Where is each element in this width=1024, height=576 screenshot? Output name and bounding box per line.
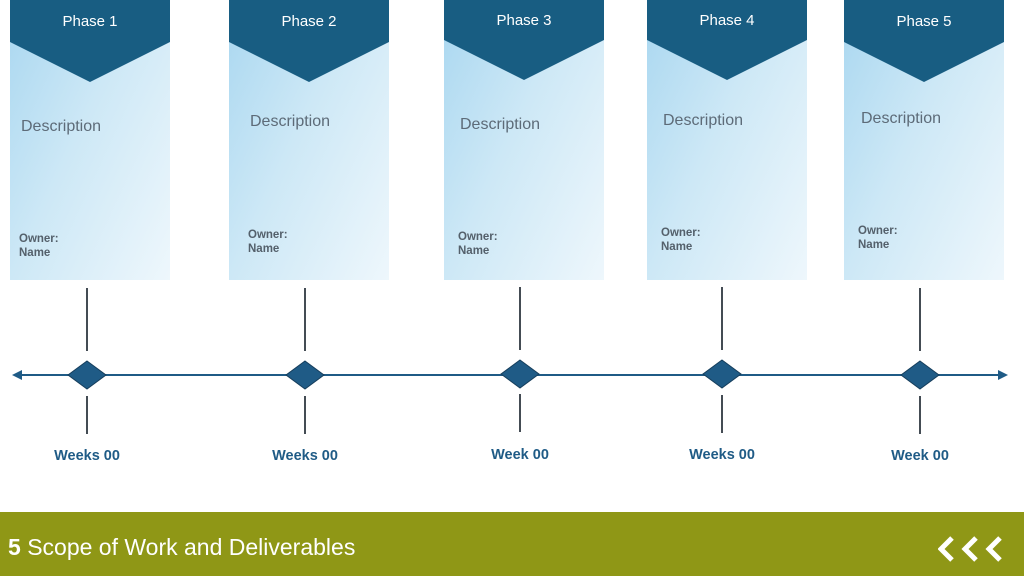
section-number: 5 bbox=[8, 534, 21, 560]
phase-card-2: Phase 2 Description Owner: Name bbox=[229, 0, 389, 280]
phase-description: Description bbox=[460, 116, 541, 133]
phase-description: Description bbox=[663, 112, 744, 129]
phase-duration-3: Week 00 bbox=[491, 447, 549, 463]
phase-title: Phase 2 bbox=[281, 13, 337, 30]
triple-chevron-left-icon[interactable] bbox=[938, 536, 1018, 562]
owner-label: Owner: bbox=[19, 233, 59, 245]
phase-description: Description bbox=[861, 110, 942, 127]
footer-bar: 5 Scope of Work and Deliverables bbox=[0, 512, 1024, 576]
phase-title: Phase 4 bbox=[699, 12, 755, 29]
connector-line-top bbox=[519, 287, 521, 350]
phase-title: Phase 5 bbox=[896, 13, 952, 30]
phase-banner bbox=[444, 0, 604, 80]
phase-card-4: Phase 4 Description Owner: Name bbox=[647, 0, 807, 280]
owner-name: Name bbox=[458, 245, 490, 257]
connector-line-bottom bbox=[721, 395, 723, 433]
connector-line-bottom bbox=[919, 396, 921, 434]
owner-name: Name bbox=[248, 243, 280, 255]
phase-banner bbox=[229, 0, 389, 82]
owner-label: Owner: bbox=[458, 231, 498, 243]
connector-line-bottom bbox=[519, 394, 521, 432]
phase-banner bbox=[647, 0, 807, 80]
section-title: Scope of Work and Deliverables bbox=[27, 534, 356, 560]
timeline bbox=[12, 359, 1008, 390]
connector-line-bottom bbox=[304, 396, 306, 434]
phase-duration-2: Weeks 00 bbox=[272, 448, 338, 464]
owner-label: Owner: bbox=[858, 225, 898, 237]
phase-owner: Owner: Name bbox=[19, 232, 59, 260]
phase-owner: Owner: Name bbox=[858, 224, 898, 252]
milestone-diamond-1 bbox=[67, 360, 107, 390]
connector-line-bottom bbox=[86, 396, 88, 434]
phase-owner: Owner: Name bbox=[248, 228, 288, 256]
connector-line-top bbox=[919, 288, 921, 351]
connector-line-top bbox=[86, 288, 88, 351]
phase-duration-1: Weeks 00 bbox=[54, 448, 120, 464]
timeline-arrow-right bbox=[998, 370, 1008, 380]
owner-name: Name bbox=[19, 247, 51, 259]
phase-banner bbox=[844, 0, 1004, 82]
owner-name: Name bbox=[858, 239, 890, 251]
phase-title: Phase 3 bbox=[496, 12, 552, 29]
phase-description: Description bbox=[21, 118, 102, 135]
phase-title: Phase 1 bbox=[62, 13, 118, 30]
phase-duration-4: Weeks 00 bbox=[689, 447, 755, 463]
phase-banner bbox=[10, 0, 170, 82]
owner-label: Owner: bbox=[661, 227, 701, 239]
footer-title: 5 Scope of Work and Deliverables bbox=[8, 534, 355, 561]
timeline-arrow-left bbox=[12, 370, 22, 380]
phase-owner: Owner: Name bbox=[661, 226, 701, 254]
phase-card-1: Phase 1 Description Owner: Name bbox=[10, 0, 170, 280]
milestone-diamond-5 bbox=[900, 360, 940, 390]
phase-duration-5: Week 00 bbox=[891, 448, 949, 464]
owner-name: Name bbox=[661, 241, 693, 253]
milestone-diamond-4 bbox=[702, 359, 742, 389]
phase-owner: Owner: Name bbox=[458, 230, 498, 258]
phase-description: Description bbox=[250, 113, 331, 130]
phase-card-5: Phase 5 Description Owner: Name bbox=[844, 0, 1004, 280]
milestone-diamond-2 bbox=[285, 360, 325, 390]
connector-line-top bbox=[304, 288, 306, 351]
phase-card-3: Phase 3 Description Owner: Name bbox=[444, 0, 604, 280]
milestone-diamond-3 bbox=[500, 359, 540, 389]
connector-line-top bbox=[721, 287, 723, 350]
owner-label: Owner: bbox=[248, 229, 288, 241]
